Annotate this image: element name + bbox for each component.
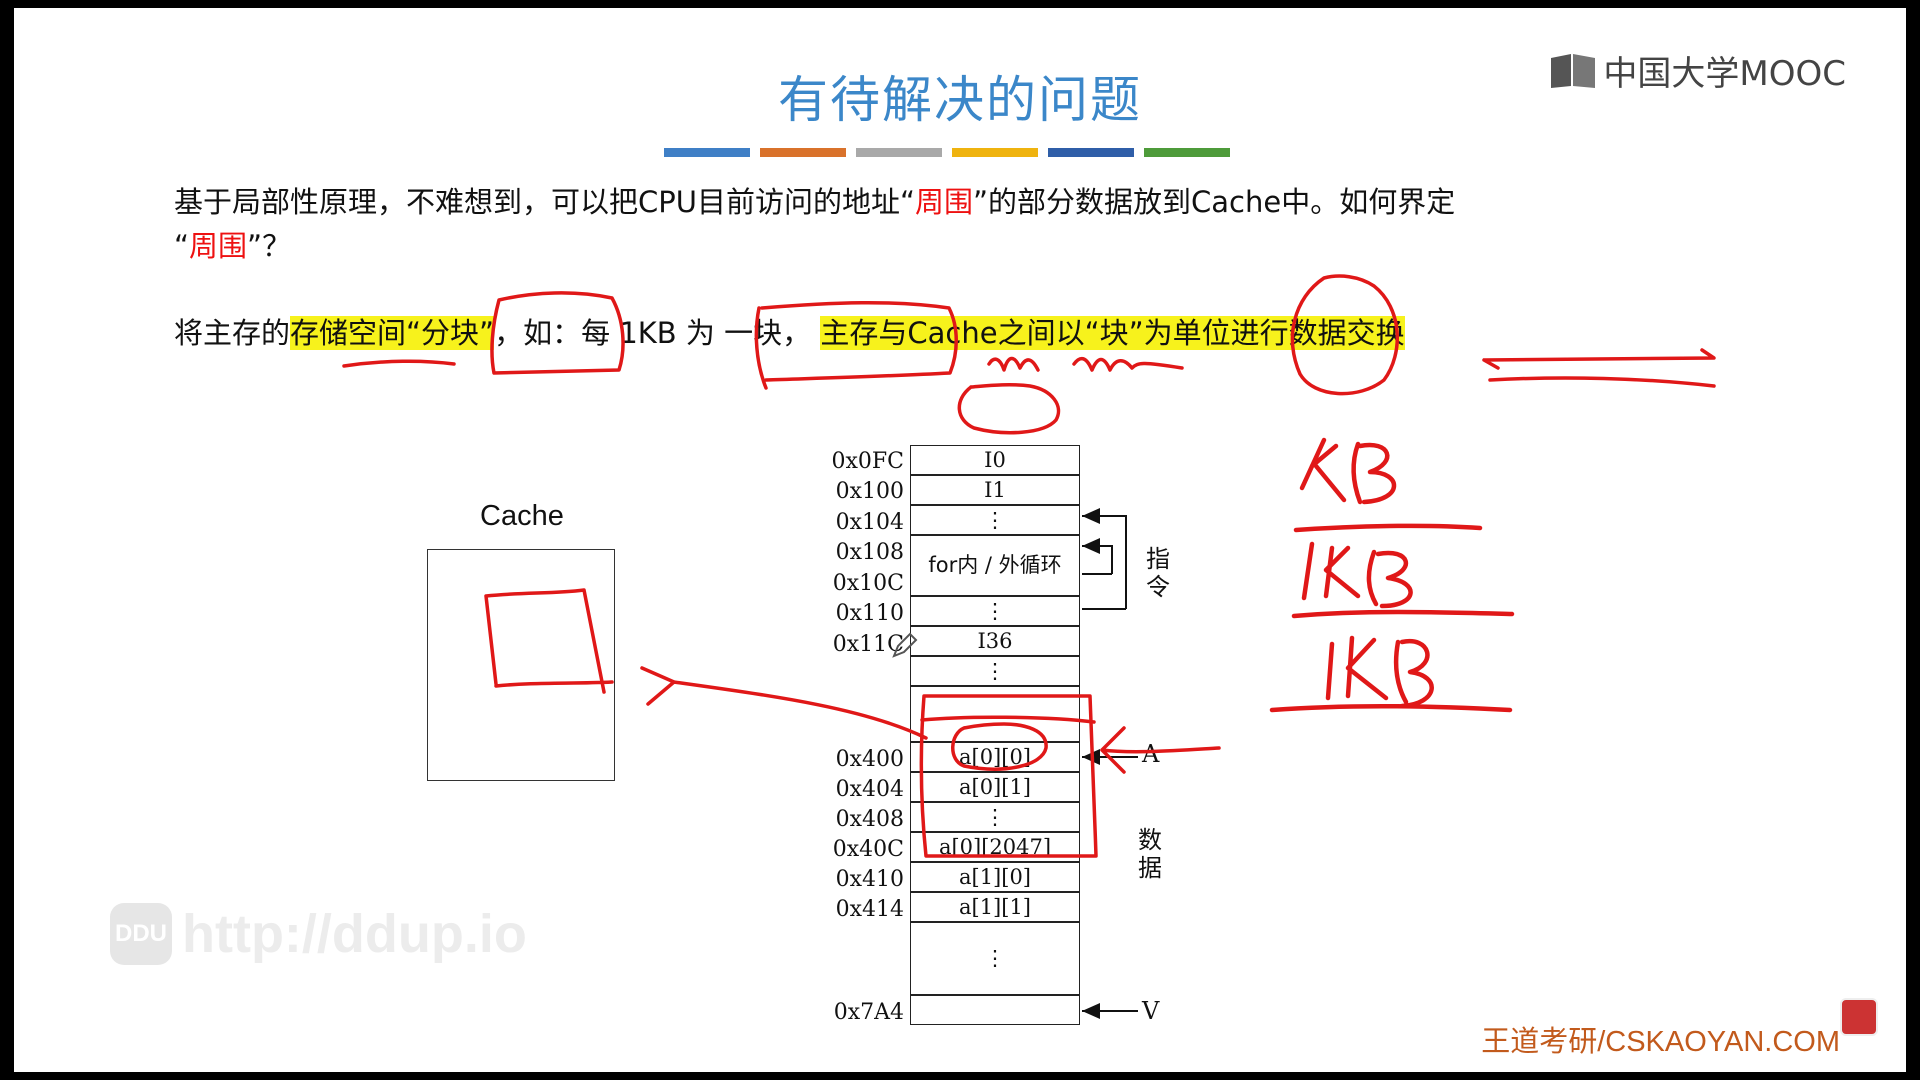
paragraph-blocking: 将主存的存储空间“分块”，如：每 1KB 为 一块， 主存与Cache之间以“块… [174, 316, 1405, 350]
watermark-url: http://ddup.io [182, 904, 527, 964]
footer-brand: 王道考研/CSKAOYAN.COM [1481, 1026, 1840, 1058]
highlight-blocking: 存储空间“分块” [290, 316, 495, 350]
book-icon [1549, 52, 1597, 90]
address-label: 0x404 [835, 777, 904, 802]
memory-cell: I1 [910, 475, 1080, 505]
color-bar-5 [1048, 148, 1134, 157]
highlight-surrounding-2: 周围 [189, 229, 248, 263]
memory-cell: a[1][1] [910, 892, 1080, 922]
handwritten-1kb-2 [1301, 541, 1413, 609]
mooc-logo: 中国大学MOOC [1549, 46, 1846, 95]
block-size: 1KB [619, 316, 677, 350]
memory-cell: I36 [910, 626, 1080, 656]
pen-cursor-icon [890, 632, 918, 664]
arrow-to-cache [640, 666, 928, 740]
color-bar-1 [664, 148, 750, 157]
address-label: 0x110 [835, 601, 904, 626]
color-bar-6 [1144, 148, 1230, 157]
watermark: DDU http://ddup.io [110, 903, 527, 965]
address-label: 0x7A4 [833, 1000, 904, 1025]
paragraph-locality: 基于局部性原理，不难想到，可以把CPU目前访问的地址“周围”的部分数据放到Cac… [174, 180, 1455, 268]
handwritten-1kb-3 [1325, 635, 1434, 709]
handwritten-line-3 [1269, 703, 1513, 713]
arrow-pointer-a [1100, 726, 1221, 774]
chip-icon [1840, 998, 1878, 1036]
paragraph-line-1: 基于局部性原理，不难想到，可以把CPU目前访问的地址“周围”的部分数据放到Cac… [174, 185, 1456, 219]
address-label: 0x40C [832, 837, 904, 862]
pointer-a-label: A [1142, 740, 1160, 768]
label-instructions: 指令 [1146, 545, 1170, 601]
color-bar-3 [856, 148, 942, 157]
slide-title: 有待解决的问题 [778, 71, 1142, 129]
paragraph-line-2: “周围”？ [174, 229, 292, 263]
color-bar-4 [952, 148, 1038, 157]
address-label: 0x10C [832, 571, 904, 596]
label-data: 数据 [1138, 826, 1162, 882]
pointer-v-label: V [1142, 997, 1160, 1025]
color-bar-2 [760, 148, 846, 157]
handwritten-line-1 [1293, 523, 1483, 533]
memory-cell: ⋮ [910, 922, 1080, 995]
memory-cell: a[0][1] [910, 772, 1080, 802]
watermark-badge: DDU [110, 903, 172, 965]
address-label: 0x108 [835, 540, 904, 565]
memory-cell: a[1][0] [910, 862, 1080, 892]
address-label: 0x414 [835, 897, 904, 922]
address-label: 0x11C [832, 632, 904, 657]
slide: 中国大学MOOC 有待解决的问题 基于局部性原理，不难想到，可以把CPU目前访问… [14, 8, 1906, 1072]
memory-cell: a[0][2047] [910, 832, 1080, 862]
address-label: 0x410 [835, 867, 904, 892]
address-label: 0x400 [835, 747, 904, 772]
logo-text: 中国大学MOOC [1603, 54, 1846, 94]
highlight-surrounding: 周围 [915, 185, 974, 219]
memory-cell: ⋮ [910, 656, 1080, 686]
address-label: 0x0FC [831, 449, 905, 474]
memory-cell [910, 686, 1080, 742]
memory-cell [910, 995, 1080, 1025]
circle-memory-label [957, 382, 1061, 435]
handwritten-1kb-1 [1299, 437, 1397, 505]
memory-cell-loop: for内 / 外循环 [910, 535, 1080, 596]
handwritten-line-2 [1291, 609, 1515, 619]
address-label: 0x408 [835, 807, 904, 832]
cache-box [427, 549, 615, 781]
double-arrow [1482, 348, 1716, 388]
address-label: 0x100 [835, 479, 904, 504]
memory-cell: a[0][0] [910, 742, 1080, 772]
address-label: 0x104 [835, 510, 904, 535]
underline-storage [342, 359, 456, 368]
memory-cell: ⋮ [910, 802, 1080, 832]
highlight-block-exchange: 主存与Cache之间以“块”为单位进行数据交换 [820, 316, 1405, 350]
memory-cell: ⋮ [910, 505, 1080, 535]
cache-label: Cache [480, 500, 564, 532]
memory-cell: ⋮ [910, 596, 1080, 626]
underline-scribble [987, 356, 1184, 372]
memory-cell: I0 [910, 445, 1080, 475]
